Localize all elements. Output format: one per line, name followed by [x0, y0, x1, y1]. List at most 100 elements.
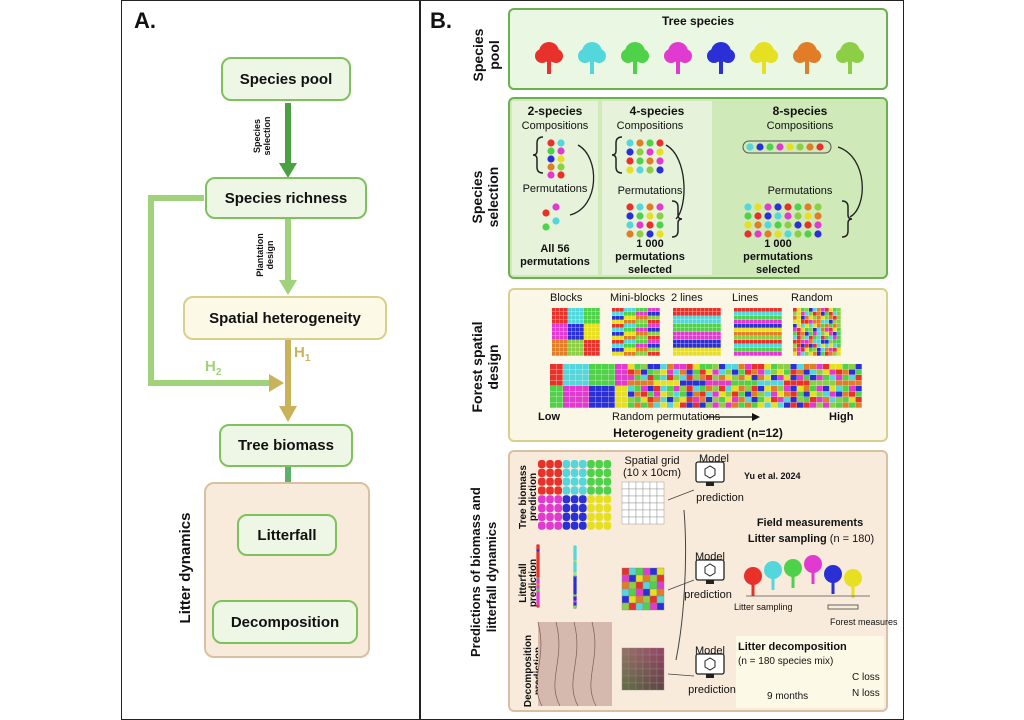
pattern-cell: [778, 328, 782, 332]
pattern-cell: [697, 336, 701, 340]
species-dot: [646, 166, 654, 174]
species-dot: [794, 203, 802, 211]
species-dot: [764, 203, 772, 211]
pattern-cell: [556, 344, 560, 348]
biomass-cell: [554, 460, 562, 469]
pattern-cell: [821, 348, 825, 352]
col8-compositions: Compositions: [766, 120, 834, 132]
pattern-cell: [805, 340, 809, 344]
gradient-cell: [634, 375, 641, 381]
pattern-cell: [821, 344, 825, 348]
pattern-cell: [750, 348, 754, 352]
zoom-grid-cell: [656, 668, 665, 677]
pattern-cell: [734, 312, 738, 316]
pattern-cell: [616, 324, 620, 328]
panel-a-letter: A.: [134, 8, 156, 33]
tree-icon: [707, 42, 735, 74]
pattern-cell: [705, 340, 709, 344]
pattern-cell: [738, 324, 742, 328]
species-dot: [547, 163, 555, 171]
pattern-cell: [685, 312, 689, 316]
pattern-cell: [809, 324, 813, 328]
species-dot: [794, 230, 802, 238]
pattern-cell: [677, 344, 681, 348]
pattern-cell: [837, 312, 841, 316]
pattern-cell: [673, 332, 677, 336]
zoom-grid-cell: [628, 668, 637, 677]
gradient-cell: [667, 402, 674, 408]
pattern-cell: [770, 352, 774, 356]
species-dot: [646, 148, 654, 156]
pattern-cell: [762, 332, 766, 336]
pattern-cell: [576, 328, 580, 332]
pattern-cell: [564, 324, 568, 328]
pattern-cell: [746, 336, 750, 340]
gradient-cell: [719, 364, 726, 370]
gradient-cell: [803, 375, 810, 381]
biomass-cell: [562, 468, 571, 477]
gradient-cell: [790, 397, 797, 403]
gradient-cell: [680, 397, 687, 403]
gradient-cell: [712, 402, 719, 408]
pattern-cell: [652, 308, 656, 312]
pattern-cell: [596, 352, 600, 356]
gradient-cell: [790, 369, 797, 375]
pattern-cell: [572, 344, 576, 348]
zoom-grid-cell: [656, 647, 665, 656]
gradient-cell: [823, 397, 830, 403]
pattern-cell: [762, 328, 766, 332]
biomass-cell: [587, 468, 595, 477]
pattern-cell: [584, 316, 588, 320]
gradient-cell: [836, 391, 843, 397]
zoom-grid-cell: [642, 668, 651, 677]
pattern-cell: [640, 344, 644, 348]
pattern-cell: [693, 348, 697, 352]
gradient-cell: [673, 380, 680, 386]
biomass-cell: [570, 468, 579, 477]
pattern-cell: [793, 316, 797, 320]
pattern-cell: [801, 308, 805, 312]
gradient-cell: [641, 364, 648, 370]
gradient-cell: [849, 391, 856, 397]
zoom-grid-cell: [642, 675, 651, 684]
gradient-cell: [589, 386, 596, 392]
pattern-cell: [797, 308, 801, 312]
gradient-cell: [699, 364, 706, 370]
species-dot: [636, 166, 644, 174]
col8-permutations: Permutations: [767, 185, 833, 197]
pattern-cell: [754, 328, 758, 332]
gradient-cell: [777, 386, 784, 392]
pattern-cell: [821, 316, 825, 320]
pattern-cell: [805, 312, 809, 316]
pattern-cell: [837, 348, 841, 352]
zoom-grid-cell: [628, 574, 637, 583]
pattern-cell: [580, 348, 584, 352]
zoom-grid-cell: [628, 588, 637, 597]
model-prediction-1: prediction: [696, 492, 744, 504]
biomass-cell: [538, 486, 546, 495]
species-dot: [552, 203, 560, 211]
forest-measures-label: Forest measures: [830, 617, 898, 627]
gradient-cell: [699, 369, 706, 375]
pattern-cell: [592, 316, 596, 320]
gradient-cell: [621, 375, 628, 381]
pattern-cell: [556, 308, 560, 312]
gradient-cell: [738, 364, 745, 370]
species-dot: [646, 230, 654, 238]
gradient-cell: [615, 397, 622, 403]
pattern-cell: [588, 328, 592, 332]
pattern-cell: [616, 316, 620, 320]
monitor-icon: [695, 461, 725, 486]
gradient-cell: [641, 369, 648, 375]
gradient-cell: [673, 386, 680, 392]
pattern-cell: [652, 340, 656, 344]
gradient-cell: [621, 380, 628, 386]
pattern-cell: [805, 324, 809, 328]
pattern-cell: [572, 320, 576, 324]
gradient-cell: [777, 402, 784, 408]
biomass-cell: [603, 460, 612, 469]
litterfall-point: [536, 570, 540, 574]
pattern-cell: [656, 320, 660, 324]
species-dot: [774, 203, 782, 211]
zoom-grid-cell: [656, 595, 665, 604]
